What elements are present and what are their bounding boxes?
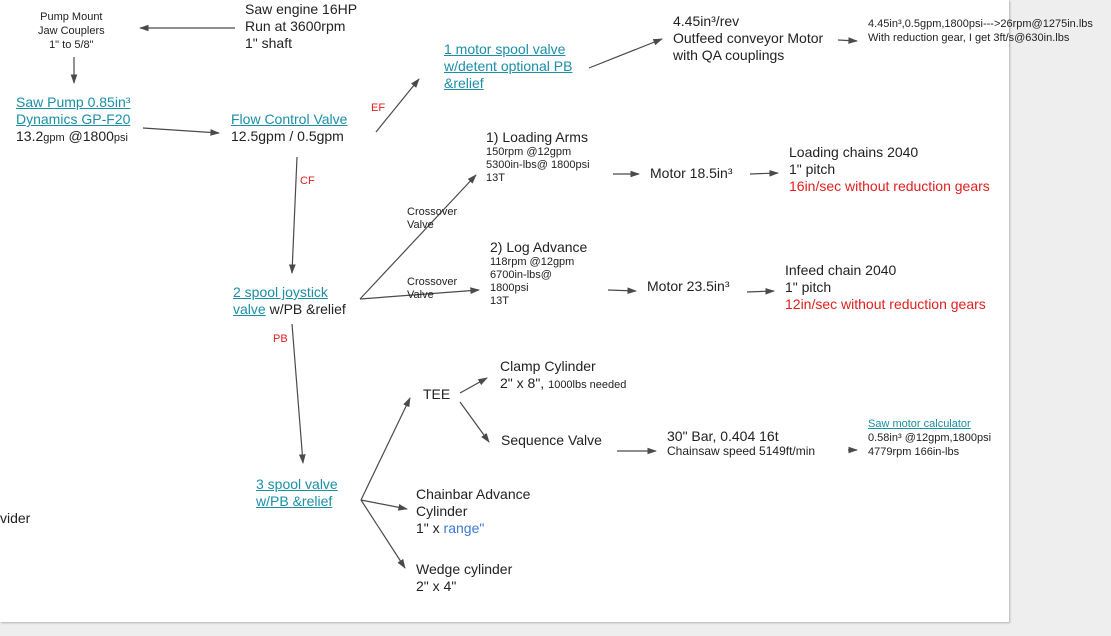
connector-arrows bbox=[70, 24, 858, 569]
flow-control-link[interactable]: Flow Control Valve bbox=[231, 111, 348, 127]
loading-arms-torque: 5300in-lbs@ 1800psi bbox=[486, 159, 590, 171]
saw-motor-calculator-link[interactable]: Saw motor calculator bbox=[868, 418, 971, 430]
loading-arms-teeth: 13T bbox=[486, 172, 505, 184]
outfeed-motor: Outfeed conveyor Motor bbox=[673, 30, 824, 46]
label-pb: PB bbox=[273, 333, 288, 345]
wedge-cylinder-box: Wedge cylinder 2" x 4" bbox=[416, 561, 512, 595]
saw-pump-box: Saw Pump 0.85in³ Dynamics GP-F20 13.2gpm… bbox=[16, 94, 130, 145]
spool3-box: 3 spool valve w/PB &relief bbox=[256, 476, 338, 510]
chainsaw-speed: Chainsaw speed 5149ft/min bbox=[667, 444, 816, 458]
arrow-tee-to-sequence bbox=[459, 401, 490, 443]
arrow-tee-to-clamp bbox=[459, 377, 488, 394]
engine-shaft: 1" shaft bbox=[245, 35, 292, 51]
infeed-chain-box: Infeed chain 2040 1" pitch 12in/sec with… bbox=[785, 262, 986, 313]
loading-arms-box: 1) Loading Arms 150rpm @12gpm 5300in-lbs… bbox=[486, 129, 590, 185]
pump-mount-couplers: Jaw Couplers bbox=[38, 25, 105, 37]
arrow-outfeed-to-calc bbox=[837, 37, 858, 44]
chainbar-advance-box: Chainbar Advance Cylinder 1" x range" bbox=[416, 486, 530, 537]
spool3-link[interactable]: 3 spool valve bbox=[256, 476, 338, 492]
log-advance-teeth: 13T bbox=[490, 295, 509, 307]
engine-rpm: Run at 3600rpm bbox=[245, 18, 346, 34]
wedge-cylinder-size: 2" x 4" bbox=[416, 578, 457, 594]
flow-control-rate: 12.5gpm / 0.5gpm bbox=[231, 128, 344, 144]
bar-size: 30" Bar, 0.404 16t bbox=[667, 428, 779, 444]
loading-chains-speed: 16in/sec without reduction gears bbox=[789, 178, 990, 194]
saw-pump-model-link[interactable]: Dynamics GP-F20 bbox=[16, 111, 131, 127]
log-advance-psi: 1800psi bbox=[490, 282, 529, 294]
chainbar-advance-size: 1" x range" bbox=[416, 520, 485, 536]
clamp-cylinder-title: Clamp Cylinder bbox=[500, 358, 596, 374]
chainbar-advance-cylinder: Cylinder bbox=[416, 503, 468, 519]
joystick-link[interactable]: 2 spool joystick bbox=[233, 284, 328, 300]
clamp-cylinder-box: Clamp Cylinder 2" x 8", 1000lbs needed bbox=[500, 358, 626, 392]
pump-mount-size: 1" to 5/8" bbox=[49, 39, 94, 51]
motor-23-5: Motor 23.5in³ bbox=[647, 278, 730, 294]
joystick-box: 2 spool joystick valve w/PB &relief bbox=[233, 284, 346, 318]
arrow-spool3-to-chainbar bbox=[360, 499, 408, 511]
spool1-box: 1 motor spool valve w/detent optional PB… bbox=[444, 41, 572, 92]
outfeed-calc-box: 4.45in³,0.5gpm,1800psi--->26rpm@1275in.l… bbox=[868, 17, 1093, 45]
spool1-link[interactable]: 1 motor spool valve bbox=[444, 41, 566, 57]
arrow-log-to-motor bbox=[607, 287, 637, 295]
arrow-spool1-to-outfeed bbox=[588, 38, 663, 69]
joystick-valve-link[interactable]: valve bbox=[233, 301, 266, 317]
arrow-joystick-to-loading bbox=[359, 174, 477, 300]
joystick-relief: valve w/PB &relief bbox=[233, 301, 346, 317]
loading-arms-title: 1) Loading Arms bbox=[486, 129, 588, 145]
arrow-spool3-to-wedge bbox=[360, 499, 406, 569]
spool1-relief-link[interactable]: &relief bbox=[444, 75, 484, 91]
bar-box: 30" Bar, 0.404 16t Chainsaw speed 5149ft… bbox=[667, 428, 815, 458]
loading-arms-rpm: 150rpm @12gpm bbox=[486, 146, 572, 158]
outfeed-couplings: with QA couplings bbox=[673, 47, 785, 63]
saw-motor-box: Saw motor calculator 0.58in³ @12gpm,1800… bbox=[868, 417, 991, 459]
pump-mount-title: Pump Mount bbox=[40, 11, 103, 23]
infeed-chain-title: Infeed chain 2040 bbox=[785, 262, 897, 278]
arrow-joystick-to-log bbox=[359, 287, 480, 300]
loading-chains-pitch: 1" pitch bbox=[789, 161, 836, 177]
wedge-cylinder-title: Wedge cylinder bbox=[416, 561, 513, 577]
engine-title: Saw engine 16HP bbox=[245, 1, 358, 17]
label-cf: CF bbox=[300, 175, 315, 187]
infeed-chain-speed: 12in/sec without reduction gears bbox=[785, 296, 986, 312]
log-advance-rpm: 118rpm @12gpm bbox=[490, 256, 575, 268]
log-advance-title: 2) Log Advance bbox=[490, 239, 588, 255]
arrow-pump-to-flow bbox=[142, 127, 220, 136]
saw-pump-link[interactable]: Saw Pump 0.85in³ bbox=[16, 94, 131, 110]
label-ef: EF bbox=[371, 102, 386, 114]
tee-label: TEE bbox=[423, 386, 451, 402]
sequence-valve: Sequence Valve bbox=[501, 432, 602, 448]
pump-mount-box: Pump Mount Jaw Couplers 1" to 5/8" bbox=[38, 10, 105, 52]
clamp-cylinder-size: 2" x 8", 1000lbs needed bbox=[500, 375, 627, 391]
outfeed-calc-line2: With reduction gear, I get 3ft/s@630in.l… bbox=[868, 32, 1070, 44]
spool1-detent-link[interactable]: w/detent optional PB bbox=[444, 58, 573, 74]
arrow-flow-to-spool1 bbox=[375, 78, 420, 133]
log-advance-box: 2) Log Advance 118rpm @12gpm 6700in-lbs@… bbox=[490, 239, 587, 308]
motor-18-5: Motor 18.5in³ bbox=[650, 165, 733, 181]
saw-pump-flow: 13.2gpm @1800psi bbox=[16, 128, 128, 144]
arrow-motor-to-infeed bbox=[746, 287, 775, 295]
outfeed-displacement: 4.45in³/rev bbox=[673, 13, 740, 29]
log-advance-torque: 6700in-lbs@ bbox=[490, 269, 552, 281]
crossover-valve-1: Crossover Valve bbox=[407, 206, 458, 231]
loading-chains-box: Loading chains 2040 1" pitch 16in/sec wi… bbox=[789, 144, 990, 195]
diagram-canvas: Pump Mount Jaw Couplers 1" to 5/8" Saw e… bbox=[0, 0, 1093, 622]
arrow-spool3-to-tee bbox=[360, 397, 411, 501]
outfeed-calc-line1: 4.45in³,0.5gpm,1800psi--->26rpm@1275in.l… bbox=[868, 18, 1093, 30]
arrow-motor-to-chains bbox=[749, 169, 779, 177]
saw-motor-output: 4779rpm 166in-lbs bbox=[868, 446, 960, 458]
saw-motor-spec: 0.58in³ @12gpm,1800psi bbox=[868, 432, 992, 444]
arrow-joystick-to-spool3 bbox=[291, 323, 306, 464]
cutoff-text: vider bbox=[0, 510, 31, 526]
spool3-relief-link[interactable]: w/PB &relief bbox=[256, 493, 333, 509]
loading-chains-title: Loading chains 2040 bbox=[789, 144, 919, 160]
chainbar-advance-title: Chainbar Advance bbox=[416, 486, 531, 502]
outfeed-box: 4.45in³/rev Outfeed conveyor Motor with … bbox=[673, 13, 823, 64]
engine-box: Saw engine 16HP Run at 3600rpm 1" shaft bbox=[245, 1, 357, 52]
infeed-chain-pitch: 1" pitch bbox=[785, 279, 832, 295]
arrow-flow-to-joystick bbox=[289, 156, 298, 274]
crossover-valve-2: Crossover Valve bbox=[407, 276, 458, 301]
flow-control-box: Flow Control Valve 12.5gpm / 0.5gpm bbox=[231, 111, 347, 145]
